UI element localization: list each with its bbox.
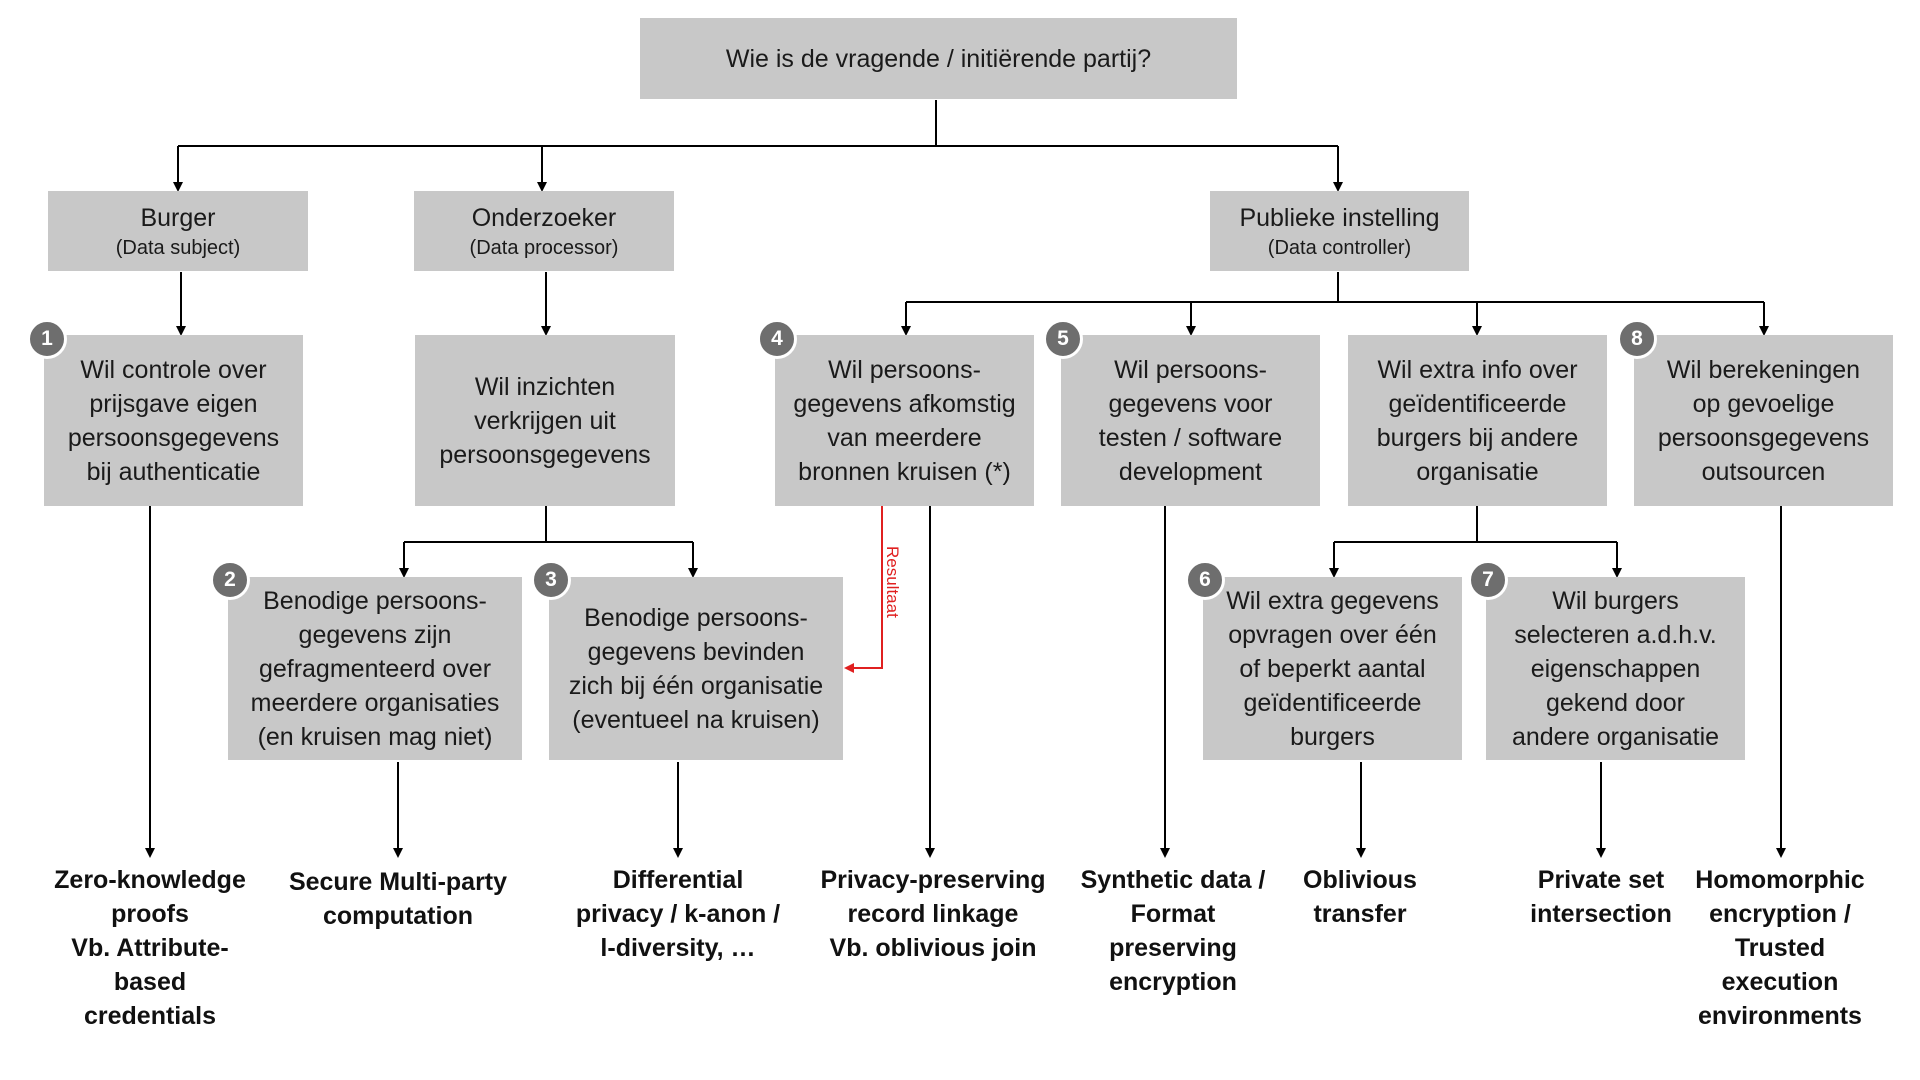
technique-differential-privacy: Differential privacy / k-anon / l-divers…: [575, 866, 781, 962]
scenario-label: Wil extra gegevens opvragen over één of …: [1226, 586, 1439, 751]
number-badge: 4: [757, 319, 797, 359]
scenario-label: Wil inzichten verkrijgen uit persoonsgeg…: [439, 372, 651, 469]
party-label: Publieke instelling: [1239, 204, 1440, 232]
party-publieke-instelling-box: Publieke instelling (Data controller): [1210, 191, 1469, 271]
root-question-box: Wie is de vragende / initiërende partij?: [640, 18, 1237, 99]
scenario-box-7: Wil burgers selecteren a.d.h.v. eigensch…: [1486, 577, 1745, 760]
result-label: Resultaat: [883, 546, 902, 618]
technique-private-set-intersection: Private set intersection: [1530, 866, 1672, 928]
party-burger-box: Burger (Data subject): [48, 191, 308, 271]
number-badge: 2: [210, 560, 250, 600]
scenario-box-extra-info: Wil extra info over geïdentificeerde bur…: [1348, 335, 1607, 506]
scenario-label: Benodige persoons- gegevens bevinden zic…: [568, 603, 824, 734]
technique-synthetic-data: Synthetic data / Format preserving encry…: [1080, 866, 1266, 996]
technique-record-linkage: Privacy-preserving record linkage Vb. ob…: [820, 866, 1046, 962]
technique-oblivious-transfer: Oblivious transfer: [1303, 866, 1417, 928]
technique-secure-multi-party-computation: Secure Multi-party computation: [288, 868, 508, 930]
scenario-label: Wil persoons- gegevens voor testen / sof…: [1098, 355, 1283, 486]
scenario-box-1: Wil controle over prijsgave eigen persoo…: [44, 335, 303, 506]
scenario-box-inzichten: Wil inzichten verkrijgen uit persoonsgeg…: [415, 335, 675, 506]
scenario-label: Wil berekeningen op gevoelige persoonsge…: [1657, 355, 1870, 486]
scenario-box-8: Wil berekeningen op gevoelige persoonsge…: [1634, 335, 1893, 506]
party-sublabel: (Data processor): [469, 237, 619, 259]
scenario-box-4: Wil persoons- gegevens afkomstig van mee…: [775, 335, 1034, 506]
number-badge: 5: [1043, 319, 1083, 359]
technique-zero-knowledge-proofs: Zero-knowledge proofs Vb. Attribute- bas…: [54, 866, 246, 1030]
scenario-label: Wil controle over prijsgave eigen persoo…: [67, 355, 280, 486]
scenario-box-2: Benodige persoons- gegevens zijn gefragm…: [228, 577, 522, 760]
party-label: Onderzoeker: [471, 204, 617, 232]
technique-homomorphic-encryption: Homomorphic encryption / Trusted executi…: [1695, 866, 1865, 1030]
party-onderzoeker-box: Onderzoeker (Data processor): [414, 191, 674, 271]
party-sublabel: (Data subject): [115, 237, 241, 259]
number-badge: 6: [1185, 560, 1225, 600]
number-badge: 3: [531, 560, 571, 600]
party-sublabel: (Data controller): [1267, 237, 1412, 259]
number-badge: 8: [1617, 319, 1657, 359]
party-label: Burger: [140, 204, 216, 232]
scenario-label: Benodige persoons- gegevens zijn gefragm…: [250, 586, 500, 751]
root-question-label: Wie is de vragende / initiërende partij?: [725, 44, 1152, 73]
scenario-label: Wil burgers selecteren a.d.h.v. eigensch…: [1511, 586, 1720, 751]
scenario-label: Wil extra info over geïdentificeerde bur…: [1376, 355, 1579, 486]
scenario-box-5: Wil persoons- gegevens voor testen / sof…: [1061, 335, 1320, 506]
scenario-box-3: Benodige persoons- gegevens bevinden zic…: [549, 577, 843, 760]
number-badge: 1: [27, 319, 67, 359]
scenario-label: Wil persoons- gegevens afkomstig van mee…: [793, 355, 1016, 486]
scenario-box-6: Wil extra gegevens opvragen over één of …: [1203, 577, 1462, 760]
number-badge: 7: [1468, 560, 1508, 600]
